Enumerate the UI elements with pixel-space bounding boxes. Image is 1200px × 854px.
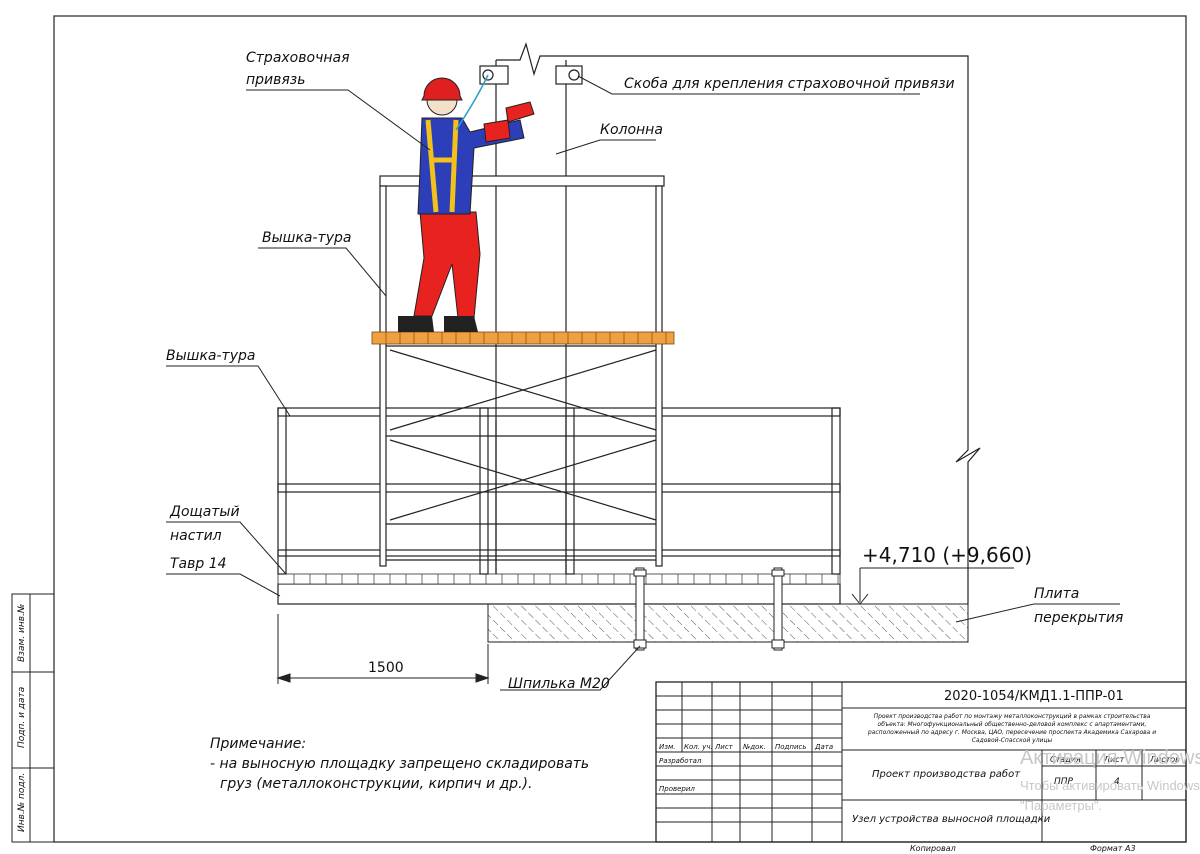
stamp-copied: Копировал (910, 844, 956, 853)
stamp-col-doc: №док. (742, 743, 766, 751)
upper-tower (379, 175, 665, 567)
note-line-1: - на выносную площадку запрещено складир… (210, 756, 589, 772)
watermark-title: Активация Windows (1020, 747, 1200, 769)
title-block (655, 681, 1187, 843)
label-slab-2: перекрытия (1034, 610, 1123, 626)
side-stamp-replace: Взам. инв.№ (17, 604, 27, 662)
label-slab-1: Плита (1034, 586, 1079, 602)
worker-figure (398, 74, 535, 332)
stamp-code: 2020-1054/КМД1.1-ППР-01 (944, 689, 1124, 704)
sheet-frame (53, 15, 1187, 843)
stamp-col-izm: Изм. (659, 743, 675, 751)
stamp-stage-value: ППР (1054, 777, 1074, 787)
leader-lines (166, 75, 1120, 691)
stamp-desc-2: объекта: Многофункциональный общественно… (878, 721, 1147, 728)
side-stamp-signature: Подп. и дата (17, 687, 27, 748)
label-tower-upper: Вышка-тура (262, 230, 351, 246)
label-decking-1: Дощатый (169, 504, 240, 520)
label-tee: Тавр 14 (170, 556, 227, 572)
stamp-desc-1: Проект производства работ по монтажу мет… (874, 713, 1151, 720)
stamp-desc-3: расположенный по адресу г. Москва, ЦАО, … (867, 729, 1156, 736)
label-harness-1: Страховочная (246, 50, 350, 66)
stamp-row-developed: Разработал (659, 757, 702, 765)
stamp-col-sign: Подпись (775, 743, 807, 751)
label-decking-2: настил (170, 528, 222, 544)
wall-outline (566, 55, 981, 604)
worker-glove (483, 101, 535, 143)
dimension-1500 (276, 614, 490, 684)
safety-rope (455, 74, 489, 131)
label-tower-lower: Вышка-тура (166, 348, 255, 364)
dimension-value: 1500 (368, 660, 404, 676)
stamp-row-checked: Проверил (659, 785, 695, 793)
stamp-sheet-title: Узел устройства выносной площадки (852, 814, 1051, 825)
stamp-col-kol: Кол. уч. (684, 743, 713, 751)
worker-jacket (417, 117, 525, 215)
stamp-sheets-header: Листов (1149, 755, 1180, 764)
lower-deck-planks (277, 573, 841, 585)
tee-beam (277, 583, 841, 605)
stamp-col-date: Дата (814, 743, 833, 751)
stamp-project-title: Проект производства работ (872, 768, 1021, 780)
worker-boots (398, 316, 478, 332)
lower-tower (277, 407, 841, 575)
bracket (479, 65, 583, 85)
label-elevation: +4,710 (+9,660) (862, 543, 1032, 567)
upper-deck-planks (371, 331, 675, 345)
side-stamp-inventory: Инв.№ подл. (17, 773, 27, 832)
label-bracket: Скоба для крепления страховочной привязи (624, 76, 955, 92)
stamp-sheet-header: Лист (1103, 755, 1125, 764)
label-harness-2: привязь (246, 72, 306, 88)
watermark-line-1: Чтобы активировать Windows, перейдите в … (1020, 778, 1200, 793)
note-title: Примечание: (210, 736, 306, 752)
harness-straps (425, 119, 459, 213)
side-stamp-column (11, 593, 55, 843)
label-stud: Шпилька М20 (508, 676, 610, 692)
stud-m20 (633, 567, 785, 651)
stamp-sheet-value: 4 (1114, 777, 1120, 787)
label-column: Колонна (600, 122, 663, 138)
stamp-col-list: Лист (714, 743, 734, 751)
helmet-icon (421, 77, 463, 101)
stamp-format: Формат А3 (1090, 844, 1136, 853)
floor-slab (487, 603, 969, 643)
worker-pants (413, 211, 481, 319)
stamp-stage-header: Стадия (1050, 755, 1081, 764)
watermark-line-2: "Параметры". (1020, 798, 1102, 813)
stamp-desc-4: Садовой-Спасской улицы (972, 737, 1053, 744)
note-line-2: груз (металлоконструкции, кирпич и др.). (220, 776, 532, 792)
